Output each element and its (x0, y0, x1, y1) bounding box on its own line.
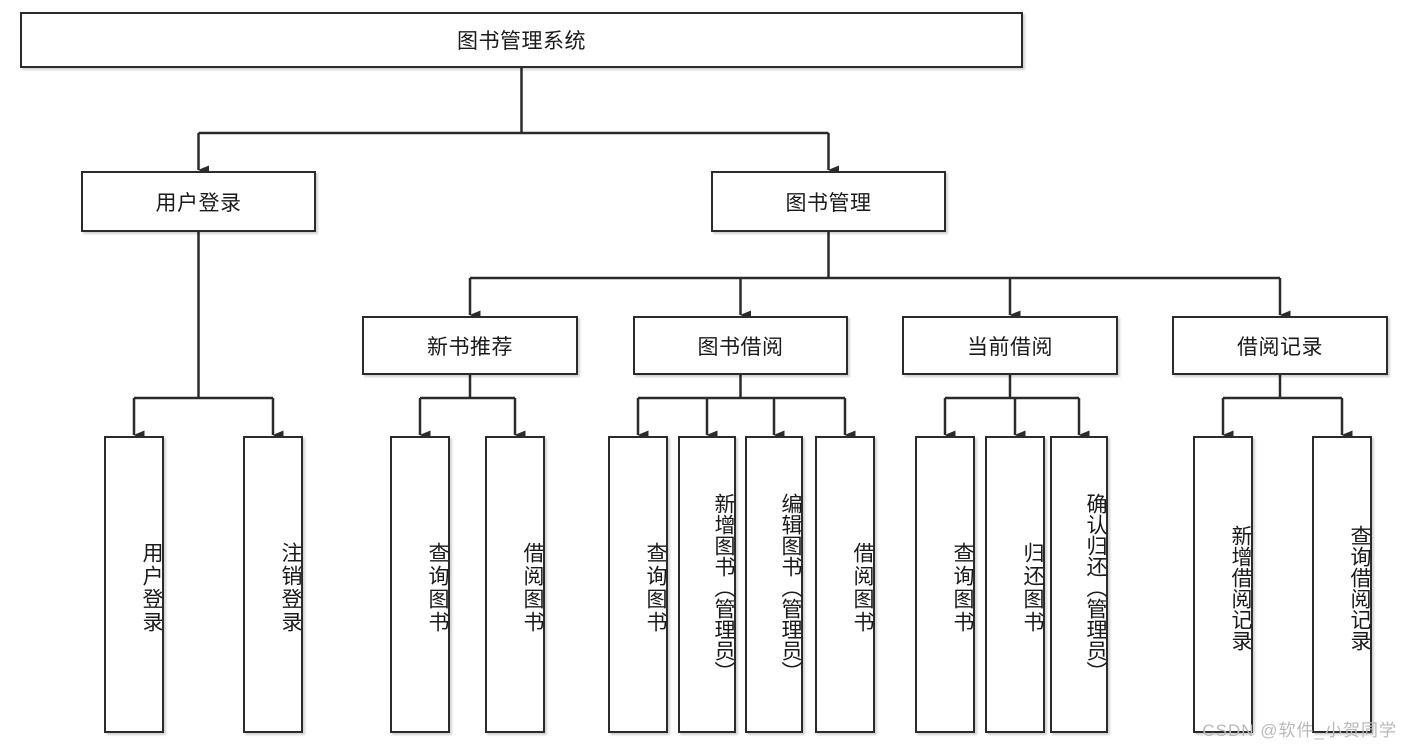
leaf-logout[interactable]: 注销登录 (243, 436, 303, 733)
leaf-query-book[interactable]: 查询图书 (608, 436, 668, 733)
node-current-borrow[interactable]: 当前借阅 (902, 316, 1118, 375)
node-root[interactable]: 图书管理系统 (20, 12, 1023, 68)
node-user-login[interactable]: 用户登录 (81, 171, 316, 232)
leaf-query-borrow-record[interactable]: 查询借阅记录 (1312, 436, 1372, 733)
leaf-confirm-return-admin[interactable]: 确认归还（管理员） (1050, 436, 1108, 733)
leaf-query-book-recommend[interactable]: 查询图书 (390, 436, 450, 733)
leaf-query-book-current[interactable]: 查询图书 (915, 436, 975, 733)
node-book-borrow[interactable]: 图书借阅 (633, 316, 848, 375)
node-borrow-record[interactable]: 借阅记录 (1172, 316, 1388, 375)
node-new-book-recommend[interactable]: 新书推荐 (362, 316, 578, 375)
connector-lines (132, 68, 1353, 440)
leaf-user-login[interactable]: 用户登录 (104, 436, 164, 733)
leaf-borrow-book[interactable]: 借阅图书 (815, 436, 875, 733)
leaf-edit-book-admin[interactable]: 编辑图书（管理员） (745, 436, 803, 733)
leaf-add-book-admin[interactable]: 新增图书（管理员） (678, 436, 736, 733)
leaf-borrow-book-recommend[interactable]: 借阅图书 (485, 436, 545, 733)
leaf-add-borrow-record[interactable]: 新增借阅记录 (1193, 436, 1253, 733)
leaf-return-book[interactable]: 归还图书 (985, 436, 1045, 733)
node-book-manage[interactable]: 图书管理 (711, 171, 946, 232)
